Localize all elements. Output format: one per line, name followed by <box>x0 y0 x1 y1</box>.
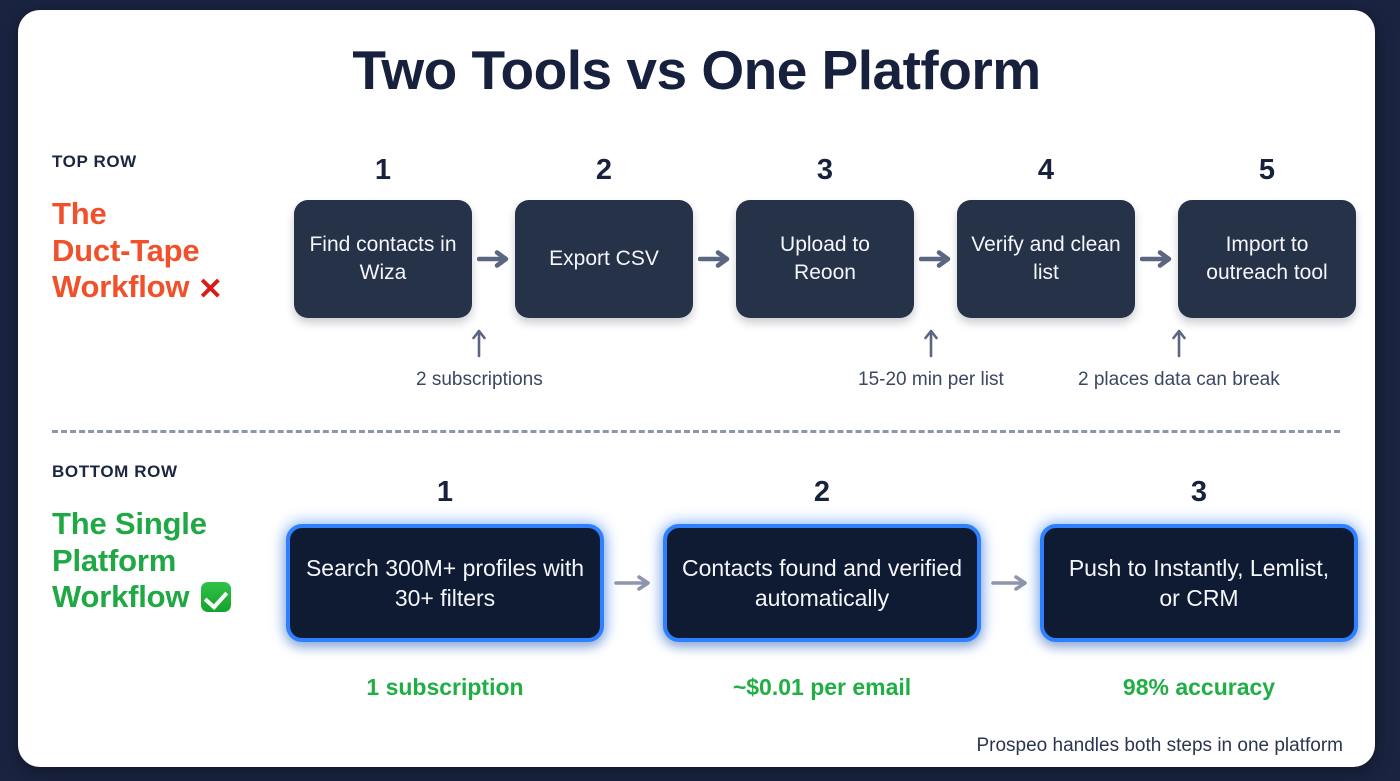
top-arrow-2 <box>693 200 736 318</box>
top-step-2: 2 Export CSV <box>515 156 693 318</box>
bottom-arrow-2 <box>981 524 1040 642</box>
annotation-break-points: 2 places data can break <box>1078 328 1280 391</box>
bottom-step-1: 1 Search 300M+ profiles with 30+ filters <box>286 478 604 642</box>
bottom-arrow-1 <box>604 524 663 642</box>
top-step-5-box[interactable]: Import to outreach tool <box>1178 200 1356 318</box>
top-arrow-1 <box>472 200 515 318</box>
caption-2: ~$0.01 per email <box>732 674 912 700</box>
bottom-row-headline: The Single Platform Workflow <box>52 506 277 616</box>
top-row-headline-line-2: Duct-Tape <box>52 232 200 268</box>
bottom-row-flow: 1 Search 300M+ profiles with 30+ filters… <box>286 478 1358 642</box>
bottom-row-rail: BOTTOM ROW The Single Platform Workflow <box>52 462 277 616</box>
caption-gap <box>981 674 1040 701</box>
bottom-row-captions: 1 subscription ~$0.01 per email 98% accu… <box>286 674 1358 701</box>
top-row-headline: The Duct-Tape Workflow ✕ <box>52 196 277 306</box>
annotation-subscriptions: 2 subscriptions <box>416 328 543 391</box>
top-row-flow: 1 Find contacts in Wiza 2 Export CSV <box>294 156 1356 318</box>
up-arrow-icon <box>1171 328 1187 363</box>
bottom-step-1-box[interactable]: Search 300M+ profiles with 30+ filters <box>286 524 604 642</box>
bottom-step-3-box[interactable]: Push to Instantly, Lemlist, or CRM <box>1040 524 1358 642</box>
top-step-5: 5 Import to outreach tool <box>1178 156 1356 318</box>
top-step-4-number: 4 <box>1037 154 1055 186</box>
check-mark-icon <box>200 582 231 613</box>
top-arrow-3 <box>914 200 957 318</box>
top-row-headline-line-3: Workflow <box>52 269 190 305</box>
top-step-3: 3 Upload to Reoon <box>736 156 914 318</box>
top-row-kicker: TOP ROW <box>52 152 137 171</box>
bottom-step-2: 2 Contacts found and verified automatica… <box>663 478 981 642</box>
top-step-2-number: 2 <box>595 154 613 186</box>
top-step-4-box[interactable]: Verify and clean list <box>957 200 1135 318</box>
bottom-step-2-number: 2 <box>813 476 831 508</box>
bottom-step-3-number: 3 <box>1190 476 1208 508</box>
caption-gap <box>604 674 663 701</box>
top-step-1-number: 1 <box>374 154 392 186</box>
top-step-1-box[interactable]: Find contacts in Wiza <box>294 200 472 318</box>
bottom-row-headline-line-3: Workflow <box>52 579 190 615</box>
bottom-row-headline-line-2: Platform <box>52 542 177 578</box>
caption-3: 98% accuracy <box>1122 674 1276 700</box>
bottom-step-2-box[interactable]: Contacts found and verified automaticall… <box>663 524 981 642</box>
bottom-step-3: 3 Push to Instantly, Lemlist, or CRM <box>1040 478 1358 642</box>
diagram-card: Two Tools vs One Platform TOP ROW The Du… <box>18 10 1375 767</box>
top-row-annotations: 2 subscriptions 15-20 min per list <box>18 328 1375 408</box>
top-step-3-number: 3 <box>816 154 834 186</box>
bottom-row-kicker: BOTTOM ROW <box>52 462 178 481</box>
footer-note: Prospeo handles both steps in one platfo… <box>976 735 1343 756</box>
caption-1: 1 subscription <box>366 674 524 700</box>
up-arrow-icon <box>471 328 487 363</box>
bottom-row-headline-line-1: The Single <box>52 506 207 541</box>
bottom-step-1-number: 1 <box>436 476 454 508</box>
section-divider <box>52 430 1340 433</box>
cross-mark-icon: ✕ <box>197 273 223 307</box>
up-arrow-icon <box>923 328 939 363</box>
page-title: Two Tools vs One Platform <box>352 39 1041 101</box>
top-step-2-box[interactable]: Export CSV <box>515 200 693 318</box>
top-step-4: 4 Verify and clean list <box>957 156 1135 318</box>
top-row-rail: TOP ROW The Duct-Tape Workflow ✕ <box>52 152 277 306</box>
annotation-subscriptions-label: 2 subscriptions <box>416 369 543 390</box>
annotation-time-per-list-label: 15-20 min per list <box>858 369 1004 390</box>
annotation-time-per-list: 15-20 min per list <box>858 328 1004 391</box>
top-step-1: 1 Find contacts in Wiza <box>294 156 472 318</box>
annotation-break-points-label: 2 places data can break <box>1078 369 1280 390</box>
top-arrow-4 <box>1135 200 1178 318</box>
top-step-5-number: 5 <box>1258 154 1276 186</box>
top-row-headline-line-1: The <box>52 196 107 231</box>
top-step-3-box[interactable]: Upload to Reoon <box>736 200 914 318</box>
